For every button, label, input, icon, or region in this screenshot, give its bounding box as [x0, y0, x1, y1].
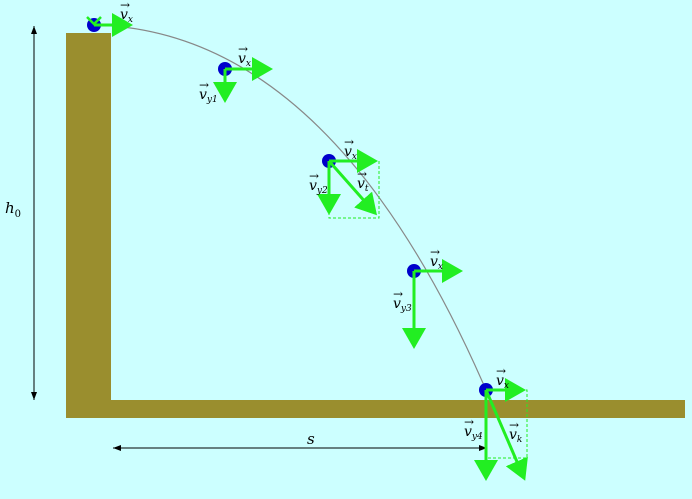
vy1-label: → vy1 [199, 77, 218, 105]
s-label: s [307, 430, 315, 448]
ball-position-3: → vx → vy3 [393, 244, 463, 349]
trajectory-curve [93, 24, 487, 391]
vx-label-0: → vx [120, 0, 135, 25]
vx-label-3: → vx [430, 244, 445, 272]
vy2-label: → vy2 [309, 168, 328, 196]
vx-label-2: → vx [344, 134, 359, 162]
h0-label: h0 [5, 199, 21, 220]
vy3-label: → vy3 [393, 286, 412, 314]
cliff-wall [66, 33, 111, 418]
vy4-label: → vy4 [464, 414, 483, 442]
ball-position-4: → vx → vy4 → vk [464, 363, 528, 481]
ball-position-2: → vx → vy2 → vt [309, 134, 378, 216]
vx-label-1: → vx [238, 41, 253, 69]
vt-label: → vt [357, 166, 372, 194]
ball-position-1: → vx → vy1 [199, 41, 273, 105]
ground-floor [66, 400, 685, 418]
ball-position-0: → vx [86, 0, 135, 37]
vx-label-4: → vx [496, 363, 511, 391]
vk-label: → vk [509, 417, 524, 445]
